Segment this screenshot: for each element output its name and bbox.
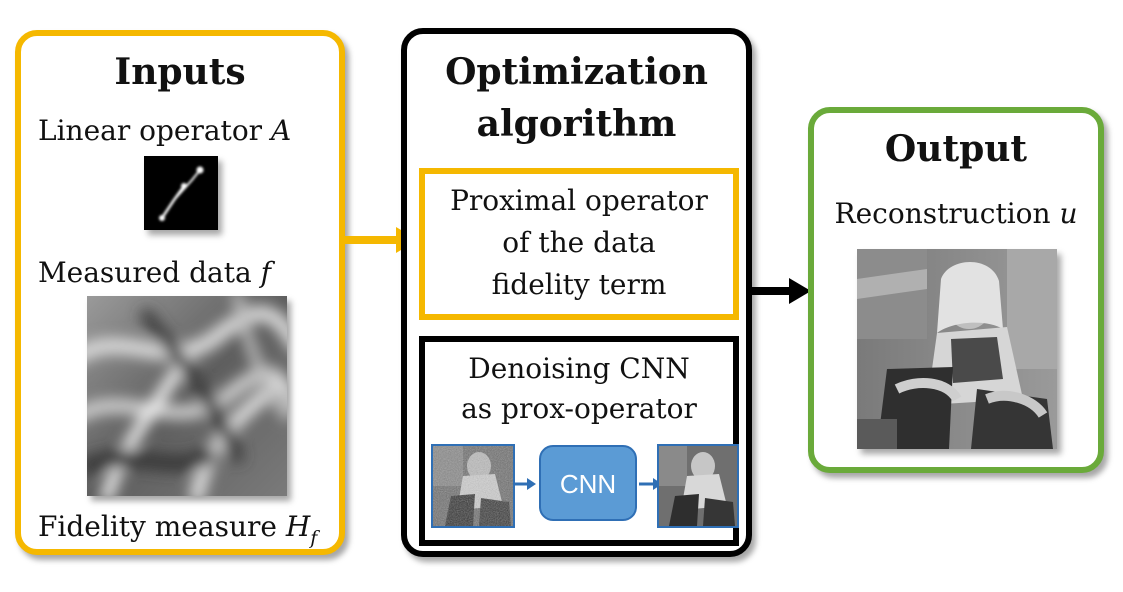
blur-kernel-image [144, 156, 218, 230]
denoised-output-thumbnail [657, 444, 739, 528]
output-title: Output [884, 128, 1028, 170]
measured-data-symbol: f [260, 256, 271, 289]
optimization-title-line1: Optimization [445, 51, 708, 93]
inputs-panel: Inputs Linear operator A Measured data f [15, 30, 345, 555]
cnn-block: CNN [539, 445, 637, 521]
prox-line3: fidelity term [491, 268, 667, 301]
fidelity-symbol: H [285, 510, 311, 543]
inputs-title: Inputs [114, 51, 246, 93]
arrow-optimization-to-output [751, 278, 811, 304]
measured-data-image [87, 296, 287, 496]
cnn-label: CNN [559, 469, 617, 499]
noisy-input-thumbnail [431, 444, 515, 528]
fidelity-subscript: f [310, 527, 318, 549]
optimization-panel: Optimization algorithm Proximal operator… [401, 28, 752, 557]
linear-operator-label: Linear operator A [38, 114, 292, 147]
prox-operator-box: Proximal operator of the data fidelity t… [419, 168, 739, 320]
arrow-noisy-to-cnn [513, 478, 536, 490]
denoise-line2: as prox-operator [461, 392, 697, 425]
reconstruction-symbol: u [1059, 197, 1078, 230]
linear-operator-symbol: A [270, 114, 292, 147]
optimization-title-line2: algorithm [476, 103, 677, 145]
reconstruction-image [857, 249, 1057, 449]
reconstruction-label: Reconstruction u [834, 197, 1078, 230]
measured-data-label: Measured data f [38, 256, 271, 289]
prox-line2: of the data [502, 226, 656, 259]
prox-line1: Proximal operator [450, 184, 708, 217]
denoise-line1: Denoising CNN [468, 352, 690, 385]
fidelity-measure-label: Fidelity measure Hf [38, 510, 318, 549]
denoising-cnn-box: Denoising CNN as prox-operator CNN [419, 336, 739, 546]
output-panel: Output Reconstruction u [808, 107, 1104, 473]
